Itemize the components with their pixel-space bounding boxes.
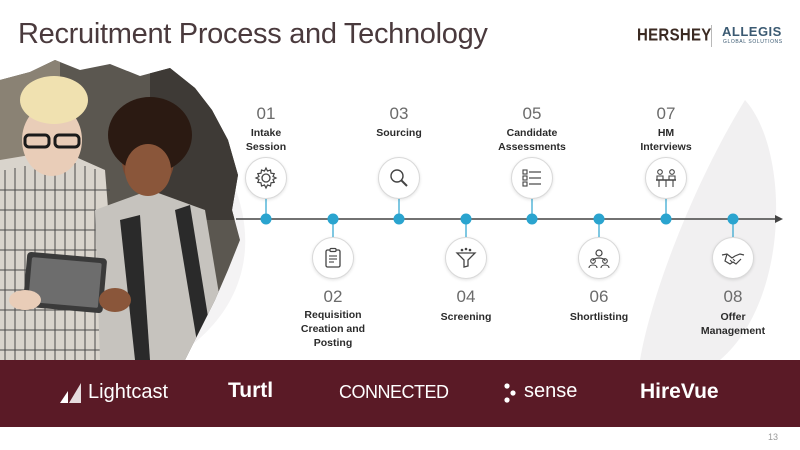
step-label-03: Sourcing (376, 127, 422, 139)
hershey-logo: HERSHEY (637, 25, 712, 46)
step-icon-02 (312, 237, 354, 279)
interview-icon (656, 169, 676, 187)
checklist-icon (522, 169, 541, 187)
step-label-06: Shortlisting (569, 311, 629, 323)
step-icon-03 (378, 157, 420, 199)
timeline-dot-07 (660, 213, 672, 225)
technology-band: Lightcast Turtl CONNECTED sense HireVue (0, 360, 800, 427)
step-number-08: 08 (723, 287, 743, 306)
magnifier-icon (390, 169, 408, 187)
timeline-dot-06 (593, 213, 605, 225)
timeline-dot-04 (460, 213, 472, 225)
timeline-arrowhead (775, 215, 783, 223)
step-icon-08 (712, 237, 754, 279)
allegis-logo-subtitle: GLOBAL SOLUTIONS (723, 39, 783, 45)
handshake-icon (721, 253, 745, 265)
step-icon-05 (511, 157, 553, 199)
step-icon-01 (245, 157, 287, 199)
group-icon (588, 249, 610, 269)
team-photo (0, 60, 240, 360)
step-number-04: 04 (456, 287, 476, 306)
hirevue-logo: HireVue (640, 380, 719, 403)
turtl-logo: Turtl (228, 379, 274, 402)
timeline-dot-08 (727, 213, 739, 225)
sense-logo-mark (504, 383, 516, 403)
step-icon-04 (445, 237, 487, 279)
step-number-06: 06 (589, 287, 609, 306)
step-number-07: 07 (656, 104, 676, 123)
step-number-05: 05 (522, 104, 542, 123)
step-label-02: Requisition Creation and Posting (300, 309, 366, 349)
page-title: Recruitment Process and Technology (18, 18, 488, 50)
page-number: 13 (767, 432, 778, 442)
step-number-03: 03 (389, 104, 409, 123)
step-number-01: 01 (256, 104, 276, 123)
timeline-dot-01 (260, 213, 272, 225)
timeline-dot-05 (526, 213, 538, 225)
step-number-02: 02 (323, 287, 343, 306)
gear-icon (254, 166, 278, 190)
timeline-dot-02 (327, 213, 339, 225)
lightcast-logo: Lightcast (88, 381, 169, 403)
logo-divider (711, 25, 712, 47)
allegis-logo: ALLEGIS (722, 24, 782, 39)
lightcast-logo-mark (60, 383, 81, 403)
step-label-08: Offer Management (700, 311, 766, 337)
step-label-01: Intake Session (245, 127, 287, 153)
clipboard-icon (325, 247, 341, 268)
step-icon-07 (645, 157, 687, 199)
step-label-05: Candidate Assessments (498, 127, 566, 153)
step-icon-06 (578, 237, 620, 279)
timeline-dot-03 (393, 213, 405, 225)
sense-logo: sense (524, 380, 578, 402)
funnel-icon (455, 247, 477, 268)
connected-logo: CONNECTED (339, 382, 449, 402)
step-label-04: Screening (440, 311, 492, 323)
step-label-07: HM Interviews (640, 127, 692, 153)
